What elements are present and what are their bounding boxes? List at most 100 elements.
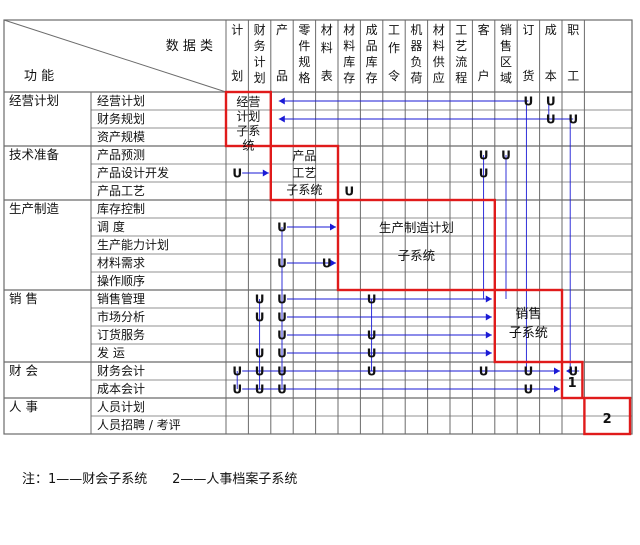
use-mark: U [568,365,578,379]
subsystem-label: 工艺 [292,166,316,180]
group-label: 经营计划 [9,93,59,108]
flow-arrow [330,223,336,231]
subsystem-label: 2 [603,412,612,427]
function-row-label: 生产能力计划 [97,238,169,252]
function-row-label: 人员招聘 / 考评 [97,418,181,432]
use-mark: U [568,113,578,127]
subsystem-label: 1 [568,376,577,391]
column-header: 产品 [276,23,288,83]
column-header-char: 零 [298,23,310,37]
column-header-char: 工 [567,69,579,83]
subsystem-label: 子系 [236,124,260,138]
flow-arrow [554,385,560,393]
subsystem-label: 子系统 [398,248,436,263]
column-header: 计划 [231,23,243,83]
use-mark: U [255,383,265,397]
column-header-char: 表 [321,69,333,83]
column-header-char: 划 [254,71,266,85]
function-row-label: 财务规划 [97,111,145,126]
column-header-char: 货 [522,68,534,83]
group-label: 财 会 [9,363,38,378]
column-header-char: 工 [455,23,467,37]
column-header-char: 品 [276,69,288,83]
subsystem-box [493,288,564,364]
column-header-char: 应 [433,70,445,85]
use-mark: U [524,365,534,379]
function-row-label: 财务会计 [97,363,145,378]
column-header-char: 计 [254,55,266,69]
use-mark: U [277,347,287,361]
column-header-char: 职 [567,23,579,37]
function-row-label: 经营计划 [97,94,145,108]
flow-arrow [485,349,492,357]
subsystem-label: 计划 [236,110,260,124]
flow-arrow [485,331,492,339]
subsystem-label: 销售 [515,306,541,322]
column-header-char: 流 [455,55,467,69]
column-header-char: 荷 [410,71,422,85]
group-label: 生产制造 [9,201,60,216]
use-mark: U [277,383,287,397]
column-header-char: 艺 [455,39,467,53]
column-header-char: 机 [410,23,422,37]
column-header-char: 库 [366,54,378,69]
column-header-char: 程 [455,70,467,85]
column-header-char: 产 [276,23,288,37]
column-header: 职工 [567,23,579,83]
subsystem-label: 生产制造计划 [379,220,454,235]
subsystem-label: 经营 [236,95,260,109]
column-header-char: 品 [366,39,378,53]
subsystem-label: 产品 [292,149,316,163]
column-header-char: 订 [522,23,534,37]
column-header-char: 售 [500,38,512,53]
function-row-label: 调 度 [97,219,125,234]
column-header: 成本 [545,23,557,83]
use-mark: U [232,365,242,379]
use-mark: U [367,293,377,307]
column-header-char: 客 [478,22,490,37]
use-mark: U [367,365,377,379]
data-class-header: 数 据 类 [166,39,213,54]
column-header-char: 料 [321,41,333,55]
function-row-label: 产品设计开发 [97,165,169,180]
column-header: 客户 [478,22,490,83]
column-header-char: 格 [298,70,310,85]
use-mark: U [277,293,287,307]
column-header-char: 务 [254,38,266,53]
subsystem-box [583,396,632,436]
function-row-label: 资产规模 [97,129,145,144]
use-mark: U [232,167,242,181]
column-header-char: 本 [545,69,557,83]
flow-arrow [566,367,572,375]
column-header-char: 材 [343,23,355,37]
group-label: 技术准备 [9,147,60,162]
flow-arrow [278,97,285,105]
use-mark: U [501,149,511,163]
column-header-char: 规 [298,54,310,69]
flow-arrow [262,169,269,177]
subsystem-box [269,144,340,202]
column-header: 材料表 [321,23,333,83]
use-mark: U [255,293,265,307]
function-row-label: 市场分析 [97,309,145,324]
function-row-label: 销售管理 [97,291,145,306]
header-diagonal [3,19,227,93]
function-row-label: 产品预测 [97,148,145,162]
column-header: 工作令 [388,23,400,83]
column-header-char: 料 [343,39,355,53]
function-row-label: 材料需求 [97,256,145,270]
use-mark: U [479,149,489,163]
column-header-char: 工 [388,23,400,37]
flow-arrow [485,295,492,303]
use-mark: U [367,347,377,361]
subsystem-label: 子系统 [286,183,322,197]
function-row-label: 订货服务 [97,327,145,342]
column-header-char: 存 [343,71,355,85]
